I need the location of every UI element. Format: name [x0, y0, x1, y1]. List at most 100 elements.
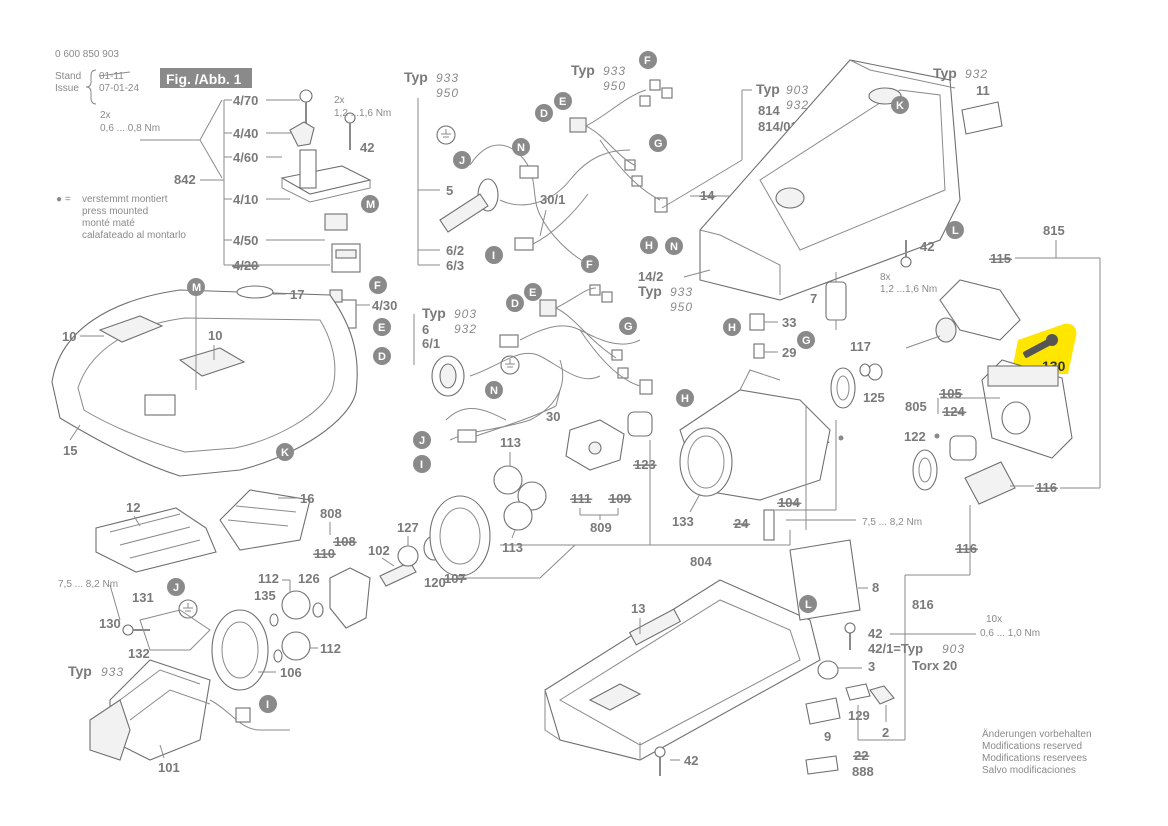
label-24: 24: [734, 516, 749, 531]
header-brace: [85, 69, 97, 105]
label-109: 109: [609, 491, 631, 506]
typ-b: Typ: [571, 62, 595, 78]
label-6: 6: [422, 322, 429, 337]
label-104: 104: [778, 495, 800, 510]
label-torque-4: 7,5 ... 8,2 Nm: [862, 517, 922, 528]
gear-112-b: [281, 631, 311, 661]
svg-text:H: H: [645, 240, 653, 252]
label-10-b: 10: [208, 328, 222, 343]
cap-17: [236, 285, 274, 299]
footer-line-3: Modifications reservees: [982, 753, 1087, 764]
label-112-b: 112: [320, 641, 341, 656]
marker-n-2: N: [665, 237, 683, 255]
label-130-b: 130: [99, 616, 121, 631]
marker-g-2: G: [619, 317, 637, 335]
label-113-b: 113: [502, 540, 523, 555]
svg-text:M: M: [366, 199, 375, 211]
label-135: 135: [254, 588, 276, 603]
marker-i-3: I: [259, 695, 277, 713]
footer-line-2: Modifications reserved: [982, 741, 1082, 752]
marker-f-3: F: [581, 255, 599, 273]
label-842: 842: [174, 172, 196, 187]
marker-i-1: I: [485, 246, 503, 264]
label-22-text: 22: [854, 748, 868, 763]
label-129: 129: [848, 708, 870, 723]
marker-e-2: E: [373, 318, 391, 336]
washer-117: [859, 363, 871, 377]
legend-line-1: verstemmt montiert: [82, 194, 168, 205]
label-123: 123: [634, 457, 656, 472]
svg-text:I: I: [492, 250, 495, 262]
label-14: 14: [700, 188, 715, 203]
marker-h-3: H: [723, 318, 741, 336]
pinion-127: [397, 545, 419, 567]
label-127: 127: [397, 520, 419, 535]
insert-10-a: [98, 315, 164, 343]
label-6-1: 6/1: [422, 336, 440, 351]
ring-gear-107: [429, 495, 491, 577]
switch-part-4-50: [324, 213, 348, 231]
svg-text:J: J: [419, 435, 425, 447]
screw-42-d: [654, 746, 666, 758]
stand-value: 01-11: [99, 71, 124, 82]
typ-g-1: 933: [101, 665, 124, 679]
label-111: 111: [571, 491, 591, 506]
svg-text:J: J: [459, 155, 465, 167]
label-131: 131: [132, 590, 154, 605]
svg-text:K: K: [281, 447, 289, 459]
typ-f-2: 932: [454, 322, 477, 336]
label-2x-b: 2x: [334, 95, 345, 106]
svg-text:I: I: [420, 459, 423, 471]
label-4-70: 4/70: [233, 93, 258, 108]
connector-29: [753, 343, 765, 359]
label-4-60: 4/60: [233, 150, 258, 165]
right-motor-group: 815 115 130 105 805 124 117 125 122: [808, 223, 1101, 575]
label-4-40: 4/40: [233, 126, 258, 141]
typ-b-1: 933: [603, 64, 626, 78]
highlight-130-box[interactable]: [1013, 323, 1077, 374]
svg-text:F: F: [374, 280, 381, 292]
marker-l-1: L: [946, 221, 964, 239]
bolt-24: [763, 509, 775, 541]
label-42-1-num: 903: [942, 642, 965, 656]
markers-cable-top: F E D N G J I H N: [453, 51, 683, 264]
svg-text:E: E: [378, 322, 385, 334]
label-112-a: 112: [258, 571, 279, 586]
legend: ● = verstemmt montiert press mounted mon…: [56, 194, 186, 241]
label-814: 814: [758, 103, 780, 118]
svg-text:K: K: [896, 100, 904, 112]
screw-42-b: [900, 256, 912, 268]
label-804: 804: [690, 554, 712, 569]
svg-text:E: E: [529, 287, 536, 299]
svg-text:I: I: [266, 699, 269, 711]
label-4-30: 4/30: [372, 298, 397, 313]
label-30: 30: [546, 409, 560, 424]
label-115: 115: [990, 251, 1011, 266]
label-42-d: 42: [684, 753, 698, 768]
label-22: [805, 755, 839, 775]
base-housing-left: 17 10 10 15 M K: [51, 278, 358, 477]
markers-cable-mid: F E D G N H J I: [413, 255, 694, 473]
label-805: 805: [905, 399, 927, 414]
marker-k-2: K: [276, 443, 294, 461]
marker-m-1: M: [361, 195, 379, 213]
knob-4-40: [289, 121, 315, 147]
motor-assembly: 7,5 ... 8,2 Nm J 131 130 132 Typ 933 101…: [58, 571, 341, 775]
issue-label: Issue: [55, 83, 79, 94]
label-17: 17: [290, 287, 304, 302]
label-6-2: 6/2: [446, 243, 464, 258]
label-4-10: 4/10: [233, 192, 258, 207]
screw-130-icon: [1023, 339, 1052, 358]
label-torx: Torx 20: [912, 658, 957, 673]
connector-n: [519, 165, 539, 179]
gear-112-a: [281, 590, 311, 620]
typ-d: Typ: [638, 283, 662, 299]
marker-j-1: J: [453, 151, 471, 169]
typ-e-1: 932: [965, 67, 988, 81]
label-125: 125: [863, 390, 885, 405]
label-8: 8: [872, 580, 879, 595]
marker-h-2: H: [676, 389, 694, 407]
svg-text:F: F: [586, 259, 593, 271]
svg-text:N: N: [490, 385, 498, 397]
filter-16: [219, 489, 311, 551]
